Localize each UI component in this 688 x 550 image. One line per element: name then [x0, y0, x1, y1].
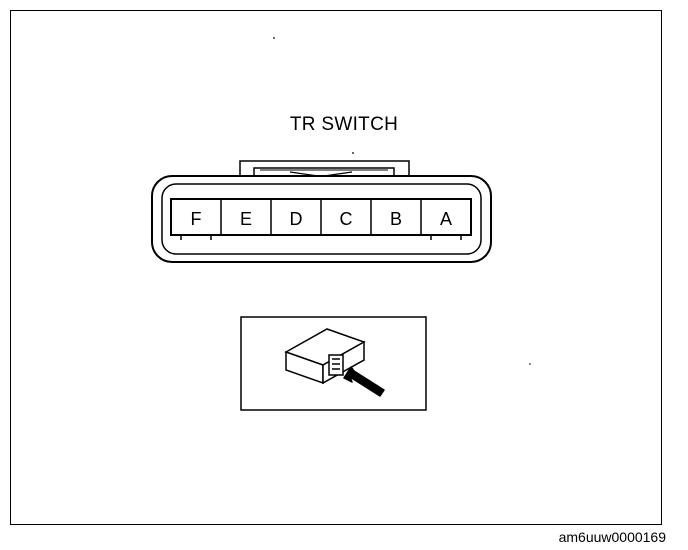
terminal-label-a: A: [440, 209, 452, 229]
view-direction-inset: [240, 316, 427, 411]
figure-code: am6uuw0000169: [558, 529, 666, 545]
terminal-label-d: D: [290, 209, 303, 229]
connector-block-icon: [284, 328, 366, 385]
terminal-label-c: C: [340, 209, 353, 229]
terminal-label-f: F: [191, 209, 202, 229]
diagram-frame: [10, 10, 662, 525]
arrow-icon: [343, 366, 385, 397]
terminal-label-b: B: [390, 209, 402, 229]
connector-title: TR SWITCH: [289, 114, 399, 135]
terminal-label-e: E: [240, 209, 252, 229]
terminal-dividers: [180, 199, 462, 240]
